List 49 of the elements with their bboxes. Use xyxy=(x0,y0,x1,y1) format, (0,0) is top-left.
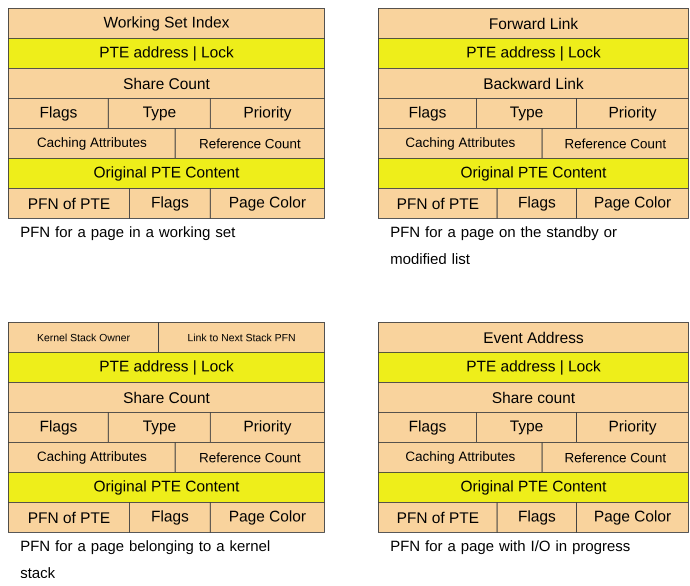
caption: PFN for a page on the standby or modified list xyxy=(391,226,617,264)
table-cell: Page Color xyxy=(210,188,325,219)
table-cell: Page Color xyxy=(210,502,325,533)
table-cell: Caching Attributes xyxy=(8,442,176,473)
table-cell: Type xyxy=(476,412,577,443)
table-cell: Type xyxy=(108,412,211,443)
table-cell: Reference Count xyxy=(542,128,689,159)
table-cell: Flags xyxy=(378,412,477,443)
table-cell: Flags xyxy=(496,502,577,533)
table-cell: Caching Attributes xyxy=(378,128,543,159)
table-cell: PTE address | Lock xyxy=(378,38,689,69)
table-cell: Kernel Stack Owner xyxy=(8,322,159,353)
table-cell: PFN of PTE xyxy=(378,188,498,219)
table-cell: PFN of PTE xyxy=(8,502,130,533)
table-cell: Priority xyxy=(210,412,325,443)
table-cell: Link to Next Stack PFN xyxy=(158,322,325,353)
table-cell: PTE address | Lock xyxy=(8,352,325,383)
table-cell: Reference Count xyxy=(542,442,689,473)
table-cell: Working Set Index xyxy=(8,8,325,39)
table-cell: PTE address | Lock xyxy=(8,38,325,69)
table-cell: PFN of PTE xyxy=(8,188,130,219)
table-cell: Priority xyxy=(576,98,689,129)
table-cell: Flags xyxy=(496,188,577,219)
table-cell: PFN of PTE xyxy=(378,502,498,533)
table-cell: Forward Link xyxy=(378,8,689,39)
table-cell: Original PTE Content xyxy=(378,472,689,503)
table-cell: Flags xyxy=(8,412,109,443)
table-cell: Flags xyxy=(129,188,211,219)
table-cell: Page Color xyxy=(576,188,689,219)
caption: PFN for a page belonging to a kernel stack xyxy=(20,540,270,578)
table-cell: Reference Count xyxy=(174,442,325,473)
table-cell: PTE address | Lock xyxy=(378,352,689,383)
table-cell: Original PTE Content xyxy=(8,472,325,503)
table-cell: Flags xyxy=(8,98,109,129)
table-cell: Page Color xyxy=(576,502,689,533)
table-cell: Priority xyxy=(210,98,325,129)
caption: PFN for a page in a working set xyxy=(21,226,236,240)
table-cell: Flags xyxy=(378,98,477,129)
table-cell: Type xyxy=(108,98,211,129)
table-cell: Reference Count xyxy=(174,128,325,159)
table-cell: Caching Attributes xyxy=(378,442,543,473)
table-cell: Event Address xyxy=(378,322,689,353)
table-cell: Priority xyxy=(576,412,689,443)
table-cell: Type xyxy=(476,98,577,129)
table-cell: Flags xyxy=(129,502,211,533)
table-cell: Original PTE Content xyxy=(8,158,325,189)
caption: PFN for a page with I/O in progress xyxy=(391,540,630,554)
table-cell: Original PTE Content xyxy=(378,158,689,189)
table-cell: Caching Attributes xyxy=(8,128,176,159)
